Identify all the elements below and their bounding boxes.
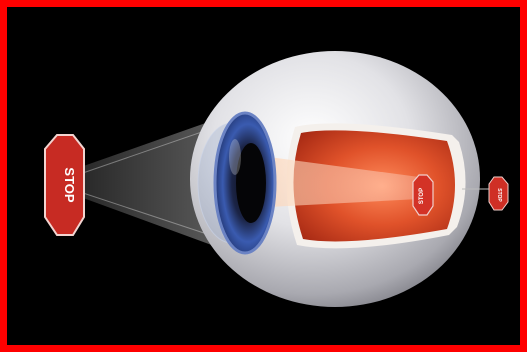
stop-sign-retinal-label: STOP [419,188,425,204]
stop-sign-far-label: STOP [496,188,502,202]
stop-sign-retinal-image: STOP [413,175,433,215]
eye-diagram-illustration: STOP STOP STOP [7,7,520,345]
stop-sign-object-label: STOP [62,167,77,202]
stop-sign-object: STOP [45,135,84,235]
stop-sign-far: STOP [489,177,508,210]
iris-highlight [229,139,241,175]
